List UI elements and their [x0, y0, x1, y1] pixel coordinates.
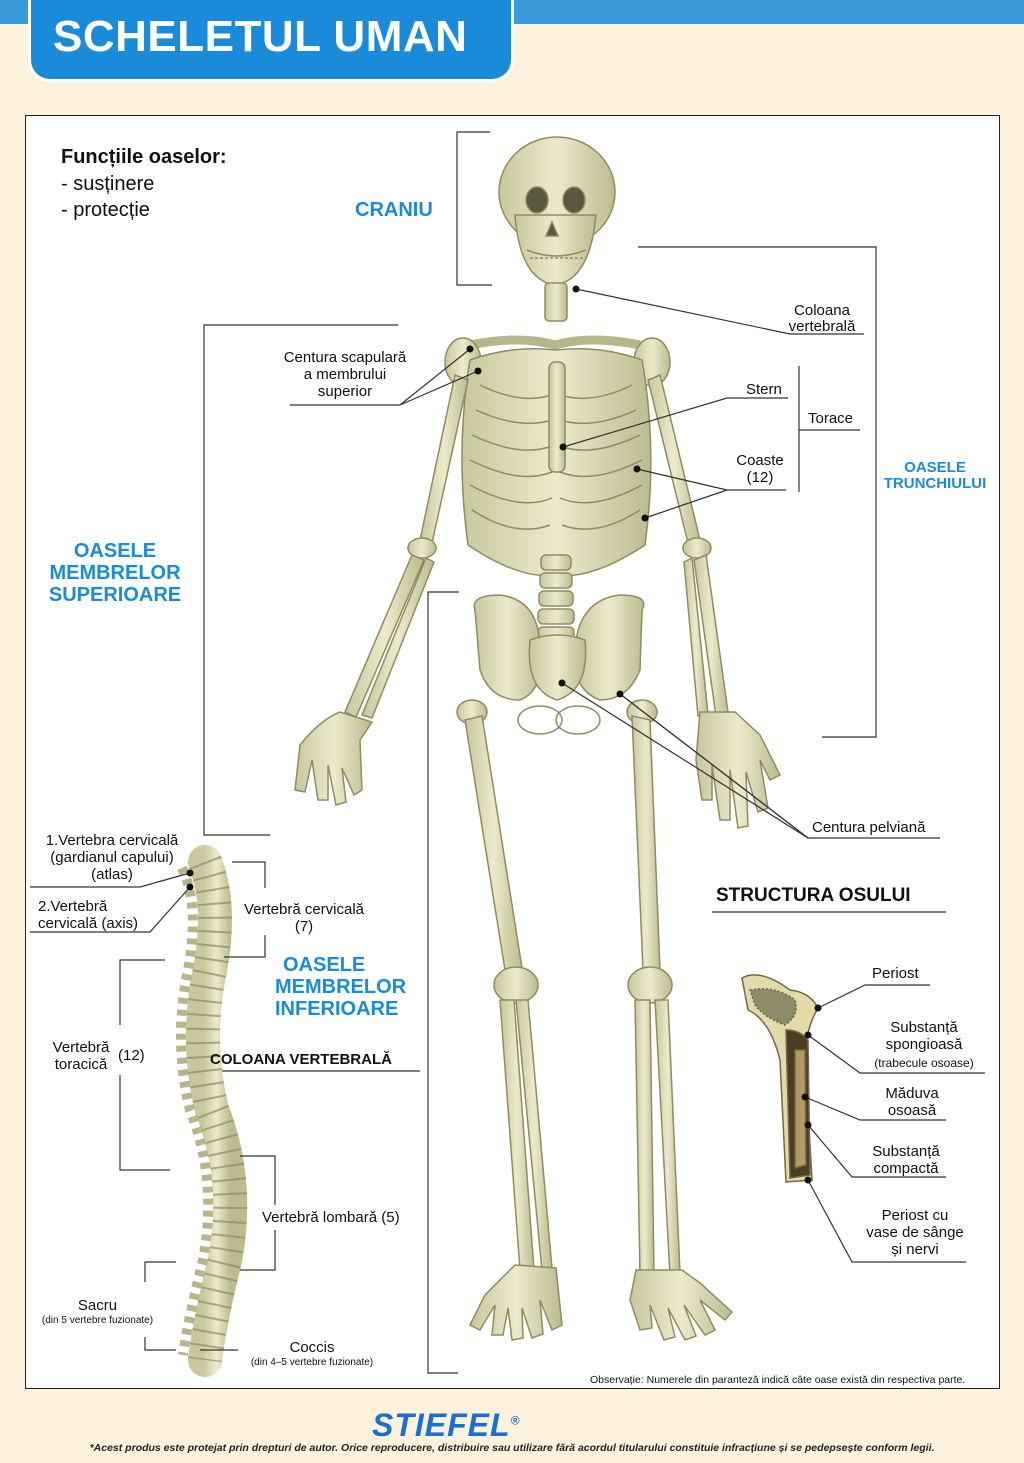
- label-shoulder-line3: superior: [317, 383, 373, 400]
- label-spongy-line2: spongioasă: [885, 1036, 963, 1053]
- pelvis-bone: [473, 594, 645, 735]
- label-spongy-line3: (trabecule osoase): [874, 1056, 974, 1070]
- vertebral-dots: [186, 869, 194, 891]
- label-sacrum: Sacru: [77, 1297, 118, 1314]
- region-lower-line2: MEMBRELOR: [275, 976, 407, 998]
- region-upper-line3: SUPERIOARE: [48, 584, 182, 606]
- label-coccyx: Coccis: [289, 1339, 335, 1356]
- leader-lines: [203, 131, 946, 1374]
- label-compact-line2: compactă: [873, 1160, 939, 1177]
- region-skull: CRANIU: [355, 199, 433, 221]
- vertebral-leaders: [30, 861, 276, 1351]
- label-marrow-line1: Măduva: [885, 1085, 939, 1102]
- label-shoulder-line1: Centura scapulară: [283, 349, 407, 366]
- region-lower-line3: INFERIOARE: [275, 998, 399, 1020]
- right-arm: [647, 373, 782, 829]
- lumbar-spine: [537, 554, 575, 643]
- vertebral-column-heading: COLOANA VERTEBRALĂ: [210, 1051, 392, 1068]
- label-vessels-line2: vase de sânge: [866, 1224, 964, 1241]
- right-leg: [626, 699, 734, 1341]
- region-trunk-line2: TRUNCHIULUI: [883, 475, 987, 492]
- functions-heading: Funcțiile oaselor:: [61, 146, 227, 168]
- ribcage: [461, 348, 652, 577]
- title-tab: SCHELETUL UMAN: [28, 0, 514, 82]
- label-spine-line2: vertebrală: [788, 318, 856, 335]
- brand-name: STIEFEL: [372, 1407, 511, 1443]
- marker-dots: [466, 285, 649, 698]
- region-lower-line1: OASELE: [283, 954, 366, 976]
- label-marrow-line2: osoasă: [887, 1102, 937, 1119]
- brand-logo: STIEFEL®: [372, 1407, 520, 1444]
- skull: [498, 136, 616, 286]
- vertebral-column: [176, 845, 248, 1377]
- bone-structure-dots: [801, 1004, 822, 1184]
- bone-structure-heading: STRUCTURA OSULUI: [716, 885, 911, 906]
- label-atlas-line1: 1.Vertebra cervicală: [45, 832, 179, 849]
- label-thorax: Torace: [808, 410, 854, 427]
- label-cervical-line1: Vertebră cervicală: [243, 901, 365, 918]
- label-thoracic-count: (12): [118, 1047, 145, 1064]
- clavicles: [469, 335, 641, 350]
- function-support: - susținere: [61, 173, 155, 195]
- function-protection: - protecție: [61, 199, 150, 221]
- label-sacrum-note: (din 5 vertebre fuzionate): [41, 1315, 154, 1326]
- label-vessels-line1: Periost cu: [881, 1207, 949, 1224]
- label-shoulder-line2: a membrului: [303, 366, 387, 383]
- label-periosteum: Periost: [872, 965, 919, 982]
- label-coccyx-note: (din 4–5 vertebre fuzionate): [250, 1357, 374, 1368]
- label-atlas-line3: (atlas): [91, 866, 133, 883]
- sternum-bone: [548, 361, 566, 473]
- left-arm: [294, 373, 469, 806]
- label-lumbar: Vertebră lombară (5): [262, 1209, 400, 1226]
- label-thoracic-line2: toracică: [54, 1056, 108, 1073]
- label-spine-line1: Coloana: [794, 302, 850, 319]
- label-sternum: Stern: [746, 381, 782, 398]
- bone-structure-leaders: [804, 984, 985, 1263]
- label-compact-line1: Substanță: [872, 1143, 940, 1160]
- label-pelvis: Centura pelviană: [812, 819, 926, 836]
- page-title: SCHELETUL UMAN: [53, 12, 468, 61]
- region-upper-line1: OASELE: [73, 540, 157, 562]
- label-cervical-line2: (7): [294, 918, 314, 935]
- region-trunk-line1: OASELE: [904, 459, 966, 476]
- copyright-notice: *Acest produs este protejat prin dreptur…: [89, 1442, 935, 1454]
- label-ribs-line2: (12): [746, 469, 774, 486]
- brand-registered-mark: ®: [510, 1413, 521, 1428]
- neck-vertebrae: [544, 282, 568, 322]
- footnote-observation: Observație: Numerele din paranteză indic…: [590, 1374, 966, 1386]
- label-atlas-line2: (gardianul capului): [50, 849, 174, 866]
- label-spongy-line1: Substanță: [890, 1019, 958, 1036]
- label-axis-line1: 2.Vertebră: [38, 898, 108, 915]
- left-leg: [456, 699, 563, 1341]
- skeleton-figure: [294, 136, 782, 1341]
- region-upper-line2: MEMBRELOR: [49, 562, 181, 584]
- label-axis-line2: cervicală (axis): [38, 915, 139, 932]
- label-thoracic-line1: Vertebră: [52, 1039, 110, 1056]
- label-vessels-line3: și nervi: [891, 1241, 939, 1258]
- label-ribs-line1: Coaste: [736, 452, 784, 469]
- bone-structure-illustration: [741, 974, 819, 1183]
